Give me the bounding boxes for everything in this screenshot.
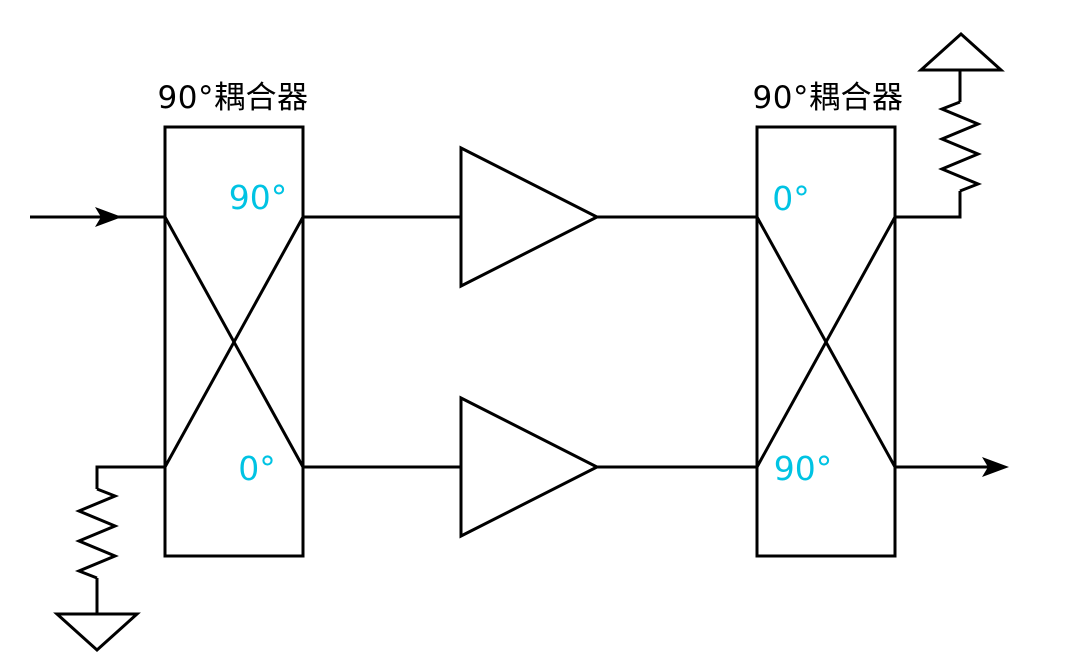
left-resistor-icon — [74, 487, 120, 580]
label-layer: 90°耦合器 90°耦合器 90° 0° 0° 90° — [158, 80, 904, 488]
left-termination-tap-wire — [95, 465, 165, 489]
right-resistor-icon — [937, 100, 983, 193]
right-coupler-title: 90°耦合器 — [753, 80, 904, 116]
left-coupler-cross-line-2 — [163, 216, 305, 468]
left-coupler-box — [163, 125, 305, 558]
left-coupler-bottom-port-label: 0° — [238, 449, 276, 488]
right-ground-icon — [917, 31, 1005, 72]
output-arrowhead-icon — [982, 457, 1009, 477]
right-termination-tap-wire — [895, 191, 962, 219]
arrowhead-layer — [95, 207, 1009, 477]
right-coupler-box — [755, 125, 897, 558]
input-arrowhead-icon — [95, 207, 122, 227]
left-coupler-top-port-label: 90° — [229, 178, 288, 217]
bottom-amplifier-icon — [459, 395, 601, 539]
left-coupler-title: 90°耦合器 — [158, 80, 309, 116]
right-coupler-bottom-port-label: 90° — [774, 449, 833, 488]
right-coupler-cross-line-2 — [755, 216, 897, 468]
top-amplifier-icon — [459, 145, 601, 289]
left-ground-icon — [53, 612, 141, 653]
wire-layer — [30, 31, 1005, 653]
right-coupler-top-port-label: 0° — [772, 179, 810, 218]
